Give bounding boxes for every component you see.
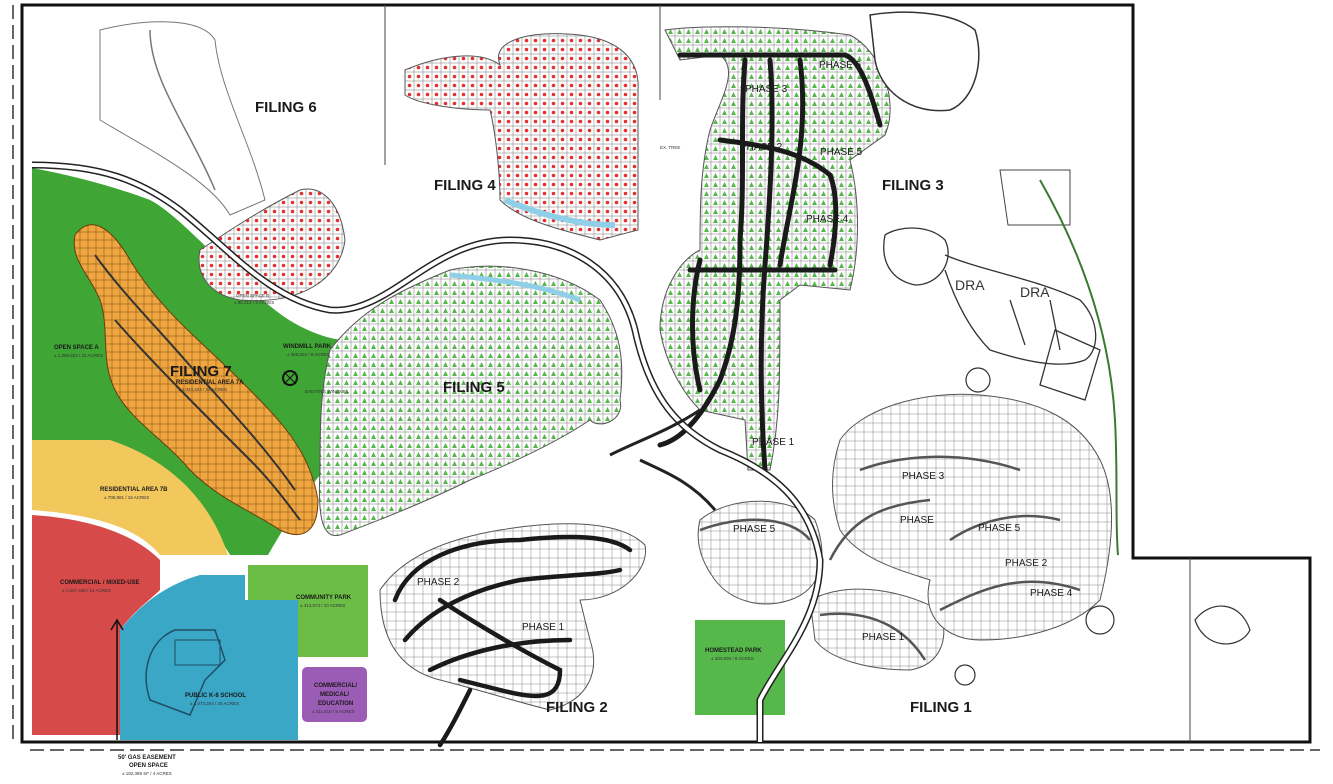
- filing-3-lots: [659, 11, 980, 471]
- filing-7-label: FILING 7: [170, 363, 232, 380]
- filing-1-roads: [699, 455, 1081, 661]
- filing-5-label: FILING 5: [443, 379, 505, 396]
- homestead-park-name: HOMESTEAD PARK: [705, 648, 762, 654]
- windmill-park-name: WINDMILL PARK: [283, 344, 332, 350]
- main-arterial-road-inner: [31, 163, 823, 742]
- filing-1-label: FILING 1: [910, 699, 972, 716]
- gas-easement-arrow: [110, 618, 124, 740]
- f3-phase-4-label: PHASE 4: [806, 214, 849, 225]
- filing-5-lots: [318, 265, 623, 536]
- f1-phase-3-label: PHASE 3: [902, 471, 945, 482]
- f1-phase-label: PHASE: [900, 515, 934, 526]
- ex-tree-name: EX. TREE: [660, 145, 680, 150]
- open-space-b-area: ± 95,213 / 2 ACRES: [234, 300, 274, 305]
- commercial-medical-education: [302, 667, 367, 722]
- open-space-a-area: ± 1,366,922 / 31 ACRES: [54, 353, 103, 358]
- dra-label-1: DRA: [955, 277, 985, 293]
- f3-phase-2-label: PHASE 2: [740, 142, 783, 153]
- secondary-road: [609, 408, 717, 511]
- phase-labels: PHASE 5 PHASE 3 PHASE 2 PHASE 5 PHASE 4 …: [417, 60, 1073, 643]
- residential-7b-name: RESIDENTIAL AREA 7B: [100, 487, 168, 493]
- filing-4-lots: [404, 33, 639, 241]
- filing-2-label: FILING 2: [546, 699, 608, 716]
- section-lines: [384, 5, 1191, 742]
- open-space-a-name: OPEN SPACE A: [54, 345, 99, 351]
- gas-easement-line1: 50' GAS EASEMENT: [118, 755, 176, 761]
- filing-3-roads: [657, 52, 883, 473]
- homestead-park-area: ± 334,800 / 8 ACRES: [711, 656, 754, 661]
- property-boundary: [20, 3, 1312, 744]
- commercial-medical-line3: EDUCATION: [318, 701, 353, 707]
- public-school: [120, 575, 298, 740]
- gas-easement-line2: OPEN SPACE: [129, 763, 168, 769]
- commercial-mixed-area: ± 1,047,438 / 24 ACRES: [62, 588, 111, 593]
- residential-area-7b: [32, 440, 228, 555]
- filing-labels: FILING 6 FILING 4 FILING 3 FILING 7 FILI…: [170, 99, 972, 716]
- commercial-mixed-use: [32, 515, 160, 735]
- existing-windmill-name: EXISTING WINDMILL: [305, 389, 350, 394]
- f3-phase-1-label: PHASE 1: [752, 437, 795, 448]
- f1-phase-4-label: PHASE 4: [1030, 588, 1073, 599]
- residential-area-7a: [73, 224, 319, 535]
- school-name: PUBLIC K-8 SCHOOL: [185, 693, 246, 699]
- f3-phase-5b-label: PHASE 5: [820, 147, 863, 158]
- homestead-park: [695, 620, 785, 715]
- community-park-name: COMMUNITY PARK: [296, 595, 352, 601]
- commercial-mixed-name: COMMERCIAL / MIXED-USE: [60, 580, 140, 586]
- community-park-area: ± 413,873 / 10 ACRES: [300, 603, 345, 608]
- community-park: [248, 565, 368, 657]
- parcel-labels: OPEN SPACE A ± 1,366,922 / 31 ACRES RESI…: [54, 145, 762, 776]
- ponds: [954, 367, 1251, 686]
- filing-6-label: FILING 6: [255, 99, 317, 116]
- residential-7a-area: ± 1,043,423 / 24 ACRES: [178, 387, 227, 392]
- open-space-b-name: OPEN SPACE B: [236, 293, 269, 298]
- f1-phase-1-label: PHASE 1: [862, 632, 905, 643]
- filing-2-lots: [379, 523, 647, 711]
- commercial-medical-line2: MEDICAL/: [320, 692, 349, 698]
- school-area: ± 1,073,204 / 25 ACRES: [190, 701, 239, 706]
- filing-4-label: FILING 4: [434, 177, 496, 194]
- dashed-boundary: [12, 5, 1320, 751]
- residential-7b-area: ± 705,981 / 16 ACRES: [104, 495, 149, 500]
- f1-phase-2-label: PHASE 2: [1005, 558, 1048, 569]
- dra-labels: DRA DRA: [955, 277, 1050, 300]
- f1-phase-5-label: PHASE 5: [733, 524, 776, 535]
- f3-phase-3-label: PHASE 3: [745, 84, 788, 95]
- f2-phase-2-label: PHASE 2: [417, 577, 460, 588]
- windmill-park-area: ± 365,822 / 8 ACRES: [287, 352, 330, 357]
- commercial-medical-line1: COMMERCIAL/: [314, 683, 357, 689]
- drainage-area: [883, 179, 1119, 556]
- gas-easement-area: ± 192,389 SF / 4 ACRES: [122, 771, 172, 776]
- filing-3-label: FILING 3: [882, 177, 944, 194]
- filing-2-roads: [392, 534, 633, 748]
- f1-phase-5b-label: PHASE 5: [978, 523, 1021, 534]
- commercial-medical-area: ± 311,610 / 8 ACRES: [312, 709, 354, 714]
- residential-7a-name: RESIDENTIAL AREA 7A: [176, 380, 244, 386]
- dra-label-2: DRA: [1020, 284, 1050, 300]
- windmill-icon: [282, 370, 298, 386]
- f2-phase-1-label: PHASE 1: [522, 622, 565, 633]
- f3-phase-5-label: PHASE 5: [819, 60, 862, 71]
- filing-6-lots: [99, 21, 346, 302]
